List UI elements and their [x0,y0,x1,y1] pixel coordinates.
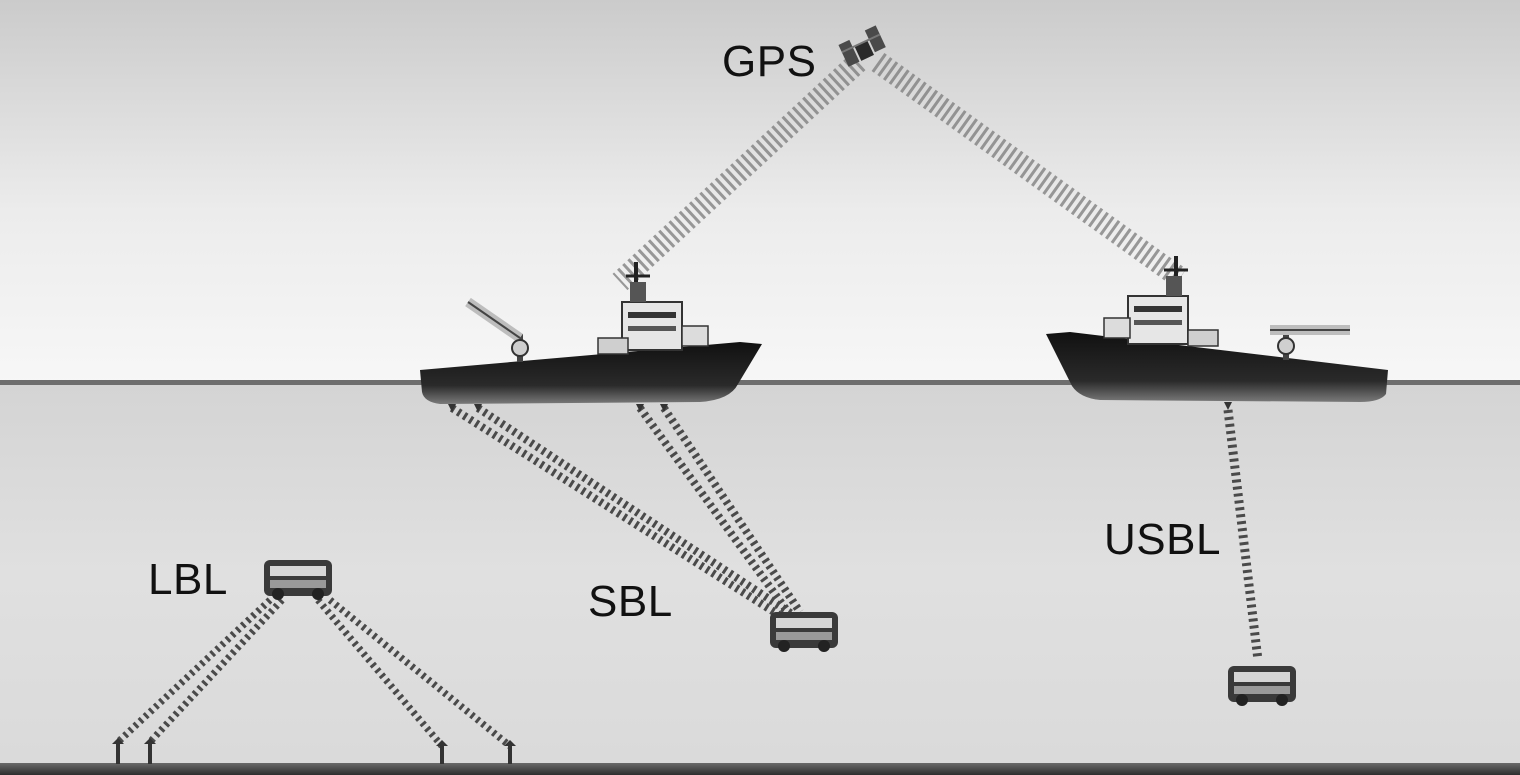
sky [0,0,1520,385]
right-ship-hull [1046,332,1388,402]
sbl-signal-4 [660,405,804,615]
sbl-label: SBL [588,577,673,626]
seabed-transponder-icon [112,738,124,764]
seabed-transponder-icon [504,740,516,764]
left-ship-hull [420,342,762,404]
seabed [0,763,1520,775]
lbl-signal-2 [147,597,285,745]
gps-signal-left [612,53,866,291]
seabed-transponder-icon [436,740,448,764]
lbl-label: LBL [148,555,228,604]
ship-icon [420,262,762,412]
rov-icon [264,560,332,600]
gps-signal-right [871,53,1187,287]
rov-icon [1228,666,1296,706]
satellite-icon [838,25,886,67]
gps-label: GPS [722,37,816,86]
seabed-transponder-icon [144,738,156,764]
rov-icon [770,612,838,652]
usbl-label: USBL [1104,515,1221,564]
sea-surface [0,380,1520,385]
sbl-signal-3 [636,405,792,615]
ship-icon [1046,256,1388,410]
sbl-signal-2 [475,404,801,622]
signal-paths [115,53,1263,749]
